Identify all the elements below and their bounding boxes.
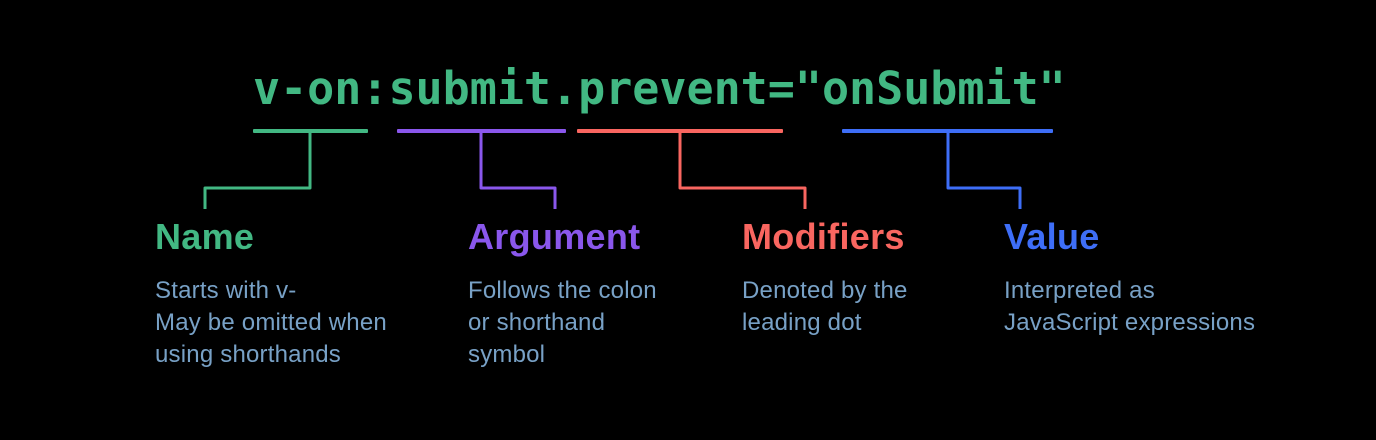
connector-modifiers (678, 133, 807, 209)
connector-name (203, 133, 312, 209)
description-line: JavaScript expressions (1004, 309, 1256, 336)
part-label-name: Name (155, 216, 255, 257)
description-line: or shorthand (468, 309, 606, 336)
part-column-modifiers: Modifiers Denoted by the leading dot (742, 217, 908, 339)
part-description-argument: Follows the colon or shorthand symbol (468, 275, 657, 371)
part-label-value: Value (1004, 216, 1100, 257)
part-column-value: Value Interpreted as JavaScript expressi… (1004, 217, 1255, 339)
connector-argument (479, 133, 557, 209)
description-line: symbol (468, 341, 546, 368)
code-line: v-on:submit.prevent="onSubmit" (253, 62, 1066, 115)
description-line: Starts with v- (155, 277, 297, 304)
description-line: Denoted by the (742, 277, 908, 304)
part-description-value: Interpreted as JavaScript expressions (1004, 275, 1255, 339)
description-line: May be omitted when (155, 309, 387, 336)
description-line: leading dot (742, 309, 862, 336)
part-column-argument: Argument Follows the colon or shorthand … (468, 217, 657, 371)
underline-name (253, 129, 368, 133)
connector-value (946, 133, 1022, 209)
underline-value (842, 129, 1053, 133)
part-label-argument: Argument (468, 216, 641, 257)
part-column-name: Name Starts with v- May be omitted when … (155, 217, 387, 371)
description-line: Interpreted as (1004, 277, 1155, 304)
description-line: using shorthands (155, 341, 341, 368)
part-description-modifiers: Denoted by the leading dot (742, 275, 908, 339)
underline-argument (397, 129, 566, 133)
description-line: Follows the colon (468, 277, 657, 304)
part-description-name: Starts with v- May be omitted when using… (155, 275, 387, 371)
part-label-modifiers: Modifiers (742, 216, 905, 257)
underline-modifiers (577, 129, 783, 133)
